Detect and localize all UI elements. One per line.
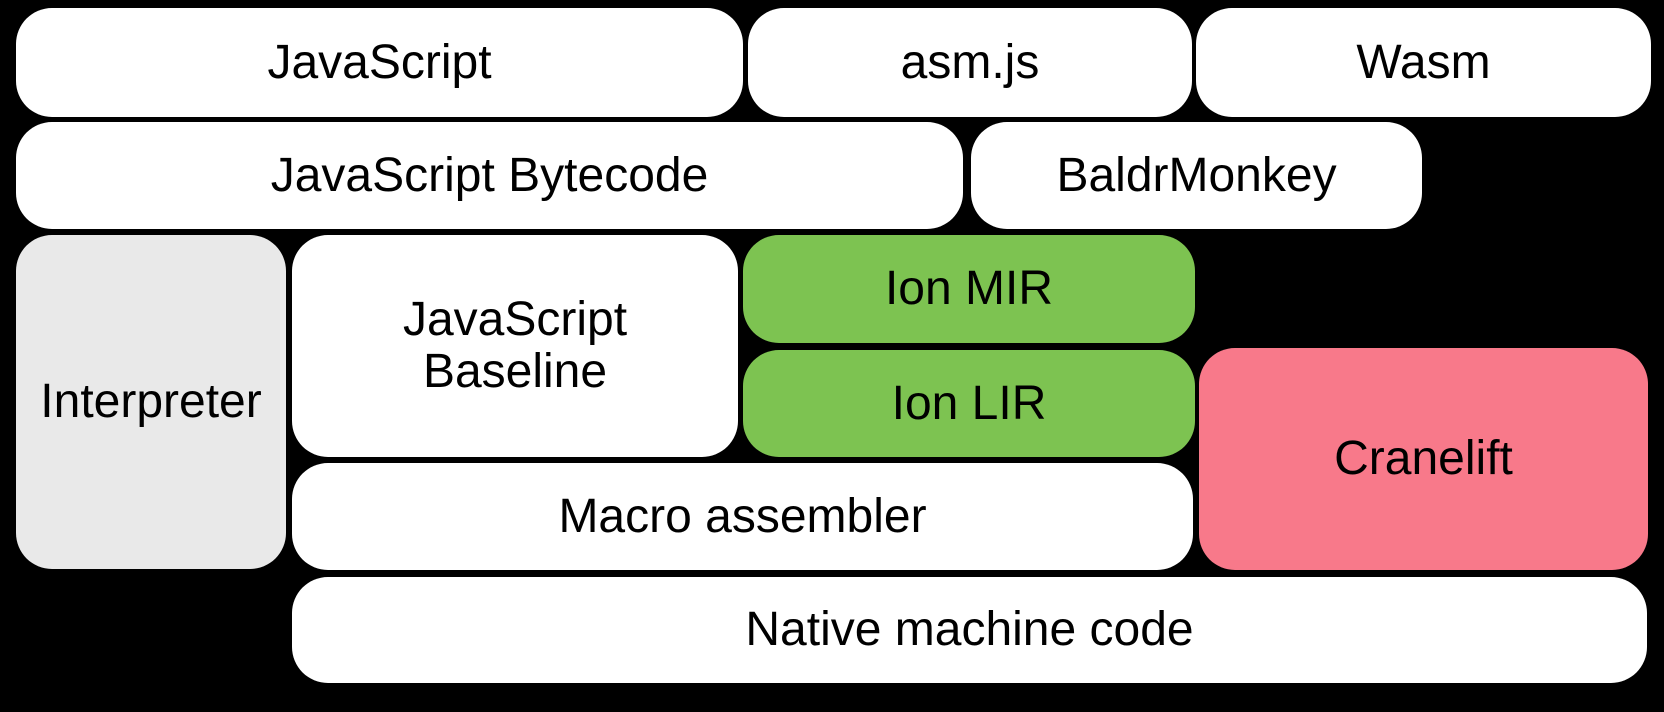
- node-ion-lir: Ion LIR: [743, 350, 1195, 457]
- node-javascript-baseline: JavaScript Baseline: [292, 235, 738, 457]
- node-javascript-bytecode-label: JavaScript Bytecode: [270, 148, 709, 202]
- node-macro-assembler-label: Macro assembler: [558, 489, 927, 543]
- node-javascript-bytecode: JavaScript Bytecode: [16, 122, 963, 229]
- node-asmjs-label: asm.js: [900, 35, 1040, 89]
- node-javascript: JavaScript: [16, 8, 743, 117]
- node-javascript-label: JavaScript: [267, 35, 492, 89]
- node-interpreter: Interpreter: [16, 235, 286, 569]
- node-wasm: Wasm: [1196, 8, 1651, 117]
- node-ion-mir-label: Ion MIR: [884, 262, 1054, 316]
- node-javascript-baseline-label: JavaScript Baseline: [402, 293, 628, 398]
- node-macro-assembler: Macro assembler: [292, 463, 1193, 570]
- node-cranelift: Cranelift: [1199, 348, 1648, 570]
- node-interpreter-label: Interpreter: [40, 375, 262, 429]
- node-baldrmonkey-label: BaldrMonkey: [1056, 148, 1337, 202]
- node-native-machine-code: Native machine code: [292, 577, 1647, 683]
- node-native-machine-code-label: Native machine code: [745, 603, 1194, 657]
- node-cranelift-label: Cranelift: [1334, 432, 1513, 486]
- node-wasm-label: Wasm: [1356, 35, 1491, 89]
- node-baldrmonkey: BaldrMonkey: [971, 122, 1422, 229]
- node-ion-mir: Ion MIR: [743, 235, 1195, 343]
- node-asmjs: asm.js: [748, 8, 1192, 117]
- node-ion-lir-label: Ion LIR: [891, 376, 1047, 430]
